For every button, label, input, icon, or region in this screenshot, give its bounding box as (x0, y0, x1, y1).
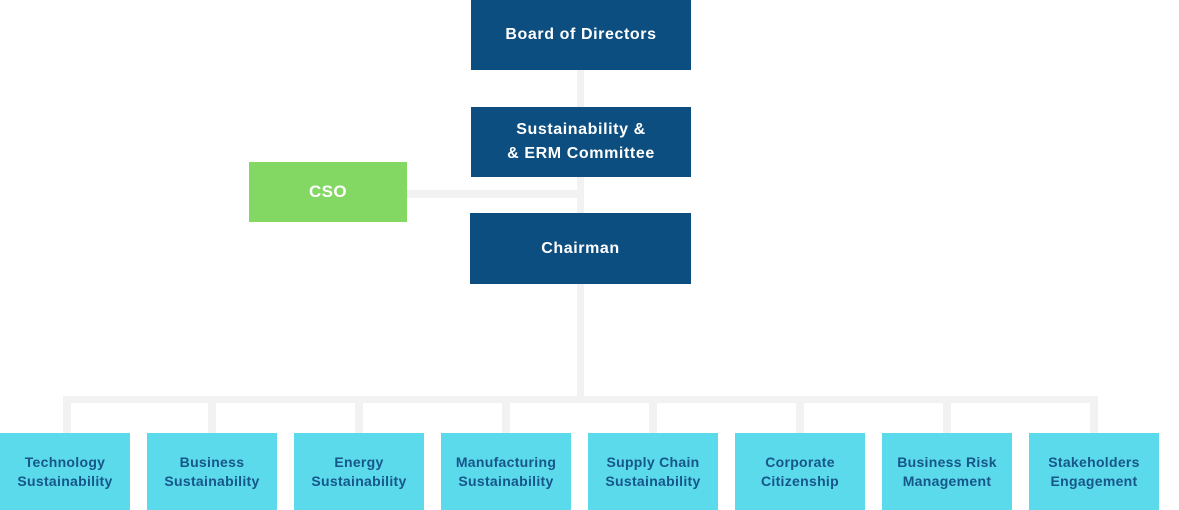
node-manufacturing-sustainability: Manufacturing Sustainability (441, 433, 571, 510)
node-corporate-citizenship: Corporate Citizenship (735, 433, 865, 510)
node-cso: CSO (249, 162, 407, 222)
node-label-line2: Citizenship (761, 472, 839, 489)
node-business-sustainability: Business Sustainability (147, 433, 277, 510)
dept-stub-connector (502, 396, 510, 433)
node-label-line2: Sustainability (164, 472, 260, 489)
dept-stub-connector (796, 396, 804, 433)
dept-stub-connector (649, 396, 657, 433)
node-label-line1: Corporate (765, 453, 835, 470)
node-chairman: Chairman (470, 213, 691, 284)
node-label-line1: Business Risk (897, 453, 997, 470)
node-label-line2: Sustainability (458, 472, 554, 489)
dept-stub-connector (1090, 396, 1098, 433)
node-label-line1: Supply Chain (606, 453, 700, 470)
node-label-line1: Energy (334, 453, 384, 470)
node-label-line2: Engagement (1050, 472, 1138, 489)
node-label-line2: Sustainability (605, 472, 701, 489)
node-supply-chain-sustainability: Supply Chain Sustainability (588, 433, 718, 510)
node-label-line1: Technology (24, 453, 106, 470)
node-label: CSO (308, 182, 348, 201)
dept-stub-connector (63, 396, 71, 433)
node-label-line1: Sustainability & (516, 121, 646, 138)
cso-connector-line (406, 190, 584, 198)
node-board-of-directors: Board of Directors (471, 0, 691, 70)
node-label: Chairman (541, 239, 620, 257)
node-technology-sustainability: Technology Sustainability (0, 433, 130, 510)
node-stakeholders-engagement: Stakeholders Engagement (1029, 433, 1159, 510)
dept-stub-connector (943, 396, 951, 433)
node-business-risk-management: Business Risk Management (882, 433, 1012, 510)
node-label: Board of Directors (505, 26, 657, 43)
node-energy-sustainability: Energy Sustainability (294, 433, 424, 510)
node-label-line2: Sustainability (17, 472, 113, 489)
node-label-line2: Sustainability (311, 472, 407, 489)
node-label-line2: Management (902, 472, 992, 489)
node-label-line1: Manufacturing (455, 453, 557, 470)
dept-stub-connector (355, 396, 363, 433)
node-label-line1: Stakeholders (1048, 453, 1140, 470)
distribution-connector-line (63, 396, 1098, 403)
node-label-line2: & ERM Committee (507, 145, 655, 162)
node-label-line1: Business (179, 453, 245, 470)
node-sustainability-erm-committee: Sustainability & & ERM Committee (471, 107, 691, 177)
dept-stub-connector (208, 396, 216, 433)
